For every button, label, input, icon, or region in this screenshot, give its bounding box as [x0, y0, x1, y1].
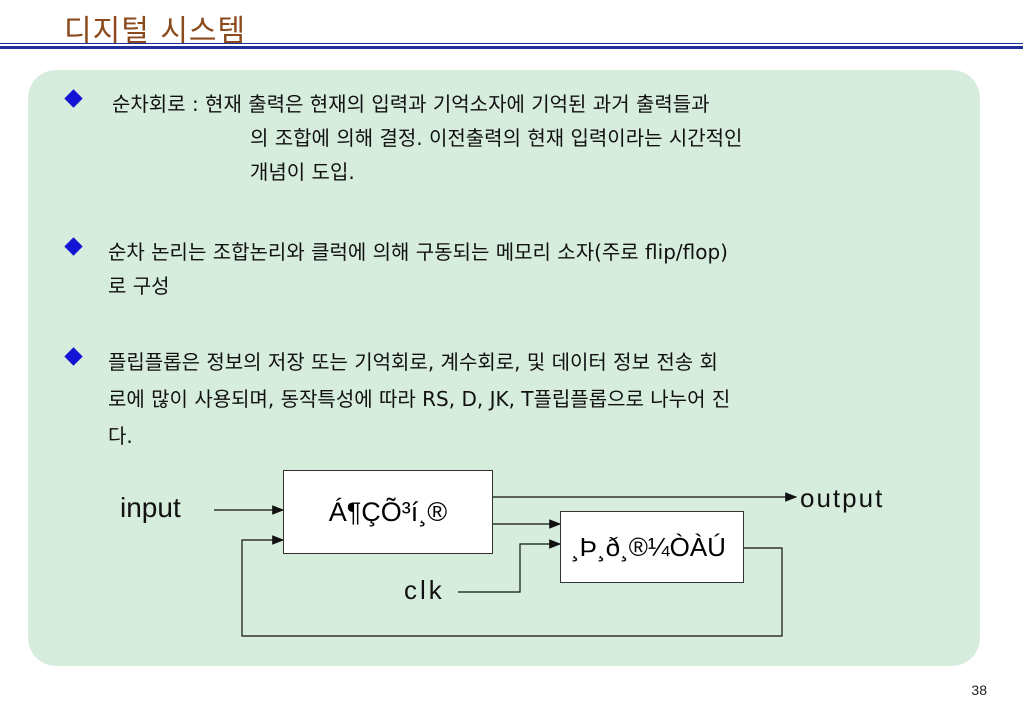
bullet-3-line-3: 다.	[108, 424, 133, 448]
bullet-1-line-3: 개념이 도입.	[250, 160, 355, 184]
output-label: output	[800, 483, 885, 513]
feedback-loop	[241, 535, 783, 637]
bullet-3-line-1: 플립플롭은 정보의 저장 또는 기억회로, 계수회로, 및 데이터 정보 전송 …	[108, 350, 718, 374]
combinational-box-label: Á¶ÇÕ³í¸®	[328, 496, 448, 527]
content-panel	[28, 70, 980, 666]
bullet-2-line-2: 로 구성	[108, 274, 170, 298]
bullet-1-line-1: 순차회로 : 현재 출력은 현재의 입력과 기억소자에 기억된 과거 출력들과	[112, 92, 710, 116]
combinational-logic-box: Á¶ÇÕ³í¸®	[283, 470, 493, 554]
memory-box-label: ¸Þ¸ð¸®¼ÒÀÚ	[571, 531, 726, 562]
clk-label: clk	[404, 575, 445, 605]
bullet-3-line-2: 로에 많이 사용되며, 동작특성에 따라 RS, D, JK, T플립플롭으로 …	[108, 387, 731, 411]
memory-element-box: ¸Þ¸ð¸®¼ÒÀÚ	[560, 511, 744, 583]
title-rule-thick	[0, 46, 1023, 49]
clk-line	[458, 539, 562, 593]
page-number: 38	[971, 682, 987, 698]
input-label: input	[120, 492, 181, 523]
bullet-2-line-1: 순차 논리는 조합논리와 클럭에 의해 구동되는 메모리 소자(주로 flip/…	[108, 240, 728, 264]
title-rule-thin	[0, 43, 1023, 44]
bullet-1-line-2: 의 조합에 의해 결정. 이전출력의 현재 입력이라는 시간적인	[250, 126, 743, 150]
